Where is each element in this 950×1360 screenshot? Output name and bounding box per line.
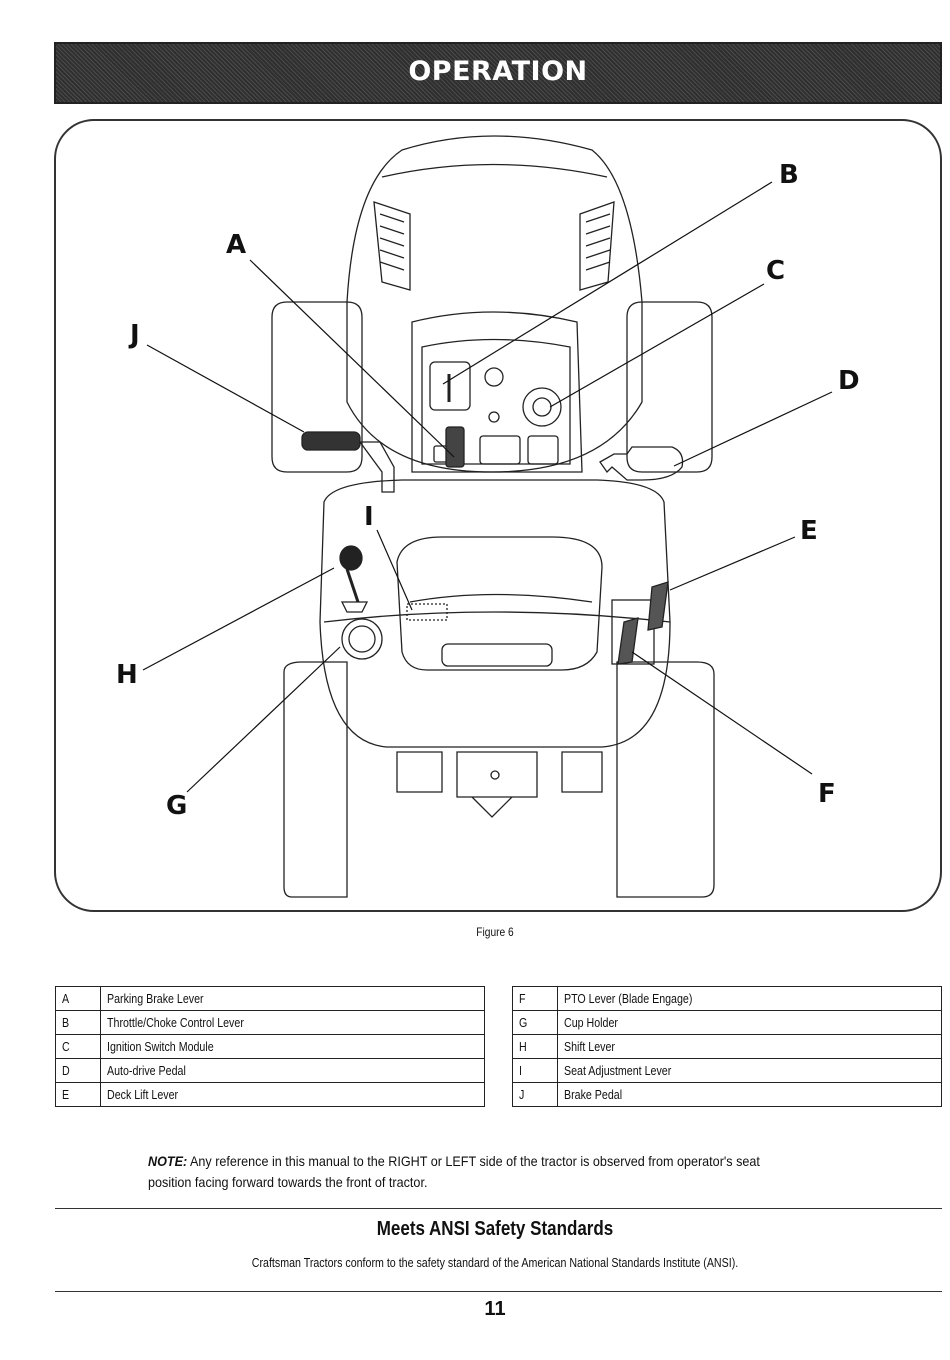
note-text: Any reference in this manual to the RIGH… xyxy=(148,1153,760,1190)
callout-label-d: D xyxy=(838,366,860,396)
legend-label: Throttle/Choke Control Lever xyxy=(100,1010,485,1035)
ansi-body-text: Craftsman Tractors conform to the safety… xyxy=(251,1255,739,1270)
figure-6-frame: A B C D E F G H I J xyxy=(54,119,942,912)
note-paragraph: NOTE: Any reference in this manual to th… xyxy=(148,1151,778,1193)
callout-label-a: A xyxy=(226,230,247,260)
legend-key: D xyxy=(55,1058,101,1083)
legend-key: A xyxy=(55,986,101,1011)
callout-label-e: E xyxy=(800,516,818,546)
legend-key: I xyxy=(512,1058,558,1083)
callout-label-i: I xyxy=(364,502,374,532)
divider-bottom xyxy=(55,1291,942,1292)
legend-label: Ignition Switch Module xyxy=(100,1034,485,1059)
legend-key: J xyxy=(512,1082,558,1107)
callout-label-b: B xyxy=(779,160,799,190)
legend-label: Seat Adjustment Lever xyxy=(557,1058,942,1083)
callout-label-j: J xyxy=(130,320,140,350)
legend-key: C xyxy=(55,1034,101,1059)
legend-label: Shift Lever xyxy=(557,1034,942,1059)
legend-key: F xyxy=(512,986,558,1011)
legend-label: Auto-drive Pedal xyxy=(100,1058,485,1083)
legend-key: H xyxy=(512,1034,558,1059)
tractor-illustration xyxy=(142,135,833,898)
divider-top xyxy=(55,1208,942,1209)
callout-label-h: H xyxy=(116,660,138,690)
note-label: NOTE: xyxy=(148,1153,188,1169)
legend-label: Brake Pedal xyxy=(557,1082,942,1107)
callout-label-f: F xyxy=(818,779,836,809)
figure-caption: Figure 6 xyxy=(476,925,514,939)
legend-label: Cup Holder xyxy=(557,1010,942,1035)
section-header-bar: OPERATION xyxy=(54,42,942,104)
legend-key: E xyxy=(55,1082,101,1107)
callout-label-g: G xyxy=(166,791,188,821)
legend-key: G xyxy=(512,1010,558,1035)
ansi-heading: Meets ANSI Safety Standards xyxy=(376,1218,614,1240)
legend-key: B xyxy=(55,1010,101,1035)
legend-label: Parking Brake Lever xyxy=(100,986,485,1011)
legend-label: PTO Lever (Blade Engage) xyxy=(557,986,942,1011)
callout-label-c: C xyxy=(766,256,786,286)
page-number: 11 xyxy=(484,1298,506,1320)
legend-label: Deck Lift Lever xyxy=(100,1082,485,1107)
section-title: OPERATION xyxy=(408,56,588,87)
